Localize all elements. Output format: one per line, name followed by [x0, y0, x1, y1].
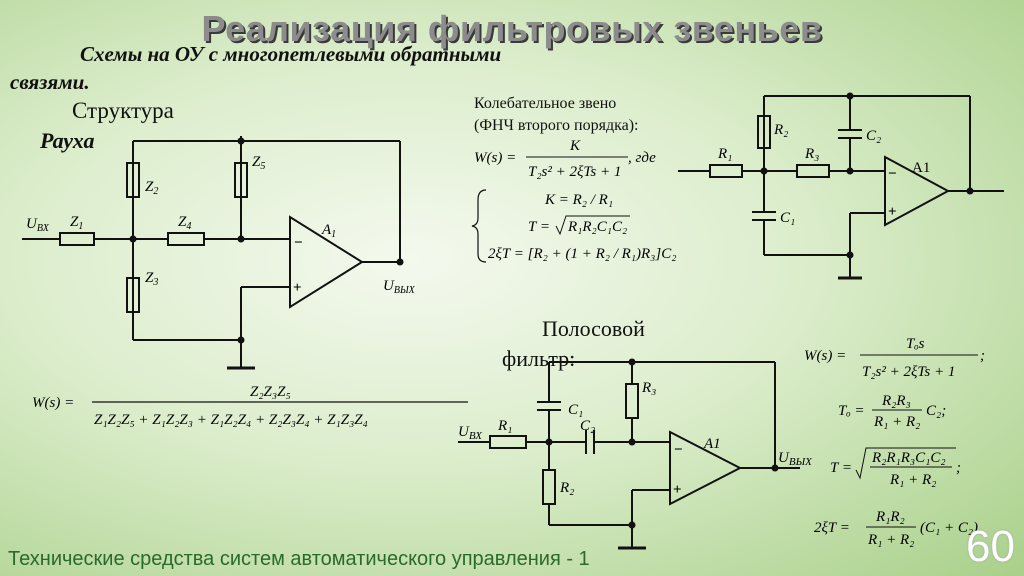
lp-w-suffix: , где — [628, 150, 656, 166]
rauch-formula-denominator: Z₁Z₂Z₅ + Z₁Z₂Z₃ + Z₁Z₂Z₄ + Z₂Z₃Z₄ + Z₁Z₃… — [94, 412, 368, 428]
bp-xi-suffix: (C₁ + C₂). — [920, 520, 982, 536]
lp-r3-label: R₃ — [804, 146, 819, 162]
rauch-uout-label: UВЫХ — [383, 278, 416, 296]
rauch-opamp — [289, 215, 364, 309]
z3-label: Z3 — [145, 270, 158, 288]
rauch-label: Рауха — [40, 128, 95, 153]
bp-c1-label: C₁ — [568, 402, 583, 418]
slide-title: Реализация фильтровых звеньев — [201, 8, 823, 49]
bp-t-lhs: T = — [830, 460, 852, 476]
rauch-opamp-label: A1 — [321, 222, 336, 240]
z1-resistor — [59, 232, 95, 246]
rauch-labels: UВХ Z1 Z2 Z3 Z4 Z5 A1 − + UВЫХ — [26, 154, 416, 296]
oscillatory-title-line2: (ФНЧ второго порядка): — [474, 117, 639, 134]
rauch-minus: − — [294, 235, 303, 251]
bp-w-num: Tₒs — [906, 336, 925, 352]
bp-to-lhs: Tₒ = — [838, 403, 865, 419]
bp-to-num: R₂R₃ — [881, 393, 911, 409]
lp-k-eq: K = R₂ / R₁ — [544, 192, 613, 208]
structure-label: Структура — [72, 98, 174, 123]
bp-r2-label: R₂ — [559, 480, 574, 496]
bp-t-num: R₂R₁R₃C₁C₂ — [871, 450, 946, 466]
lp-w-den: T₂s² + 2ξTs + 1 — [528, 164, 621, 180]
r1-resistor — [709, 164, 743, 178]
footer-text: Технические средства систем автоматическ… — [8, 548, 590, 570]
bp-r3-label: R₃ — [641, 380, 656, 396]
bp-to-den: R₁ + R₂ — [873, 414, 920, 430]
z3-resistor — [126, 277, 140, 313]
junction-dots — [129, 92, 974, 529]
lowpass-labels: R₁ R₂ R₃ C₁ C₂ A1 − + — [717, 122, 930, 226]
lp-r2-label: R₂ — [773, 122, 788, 138]
bp-w-den: T₂s² + 2ξTs + 1 — [862, 364, 955, 380]
lp-w-num: K — [569, 138, 581, 154]
oscillatory-title-line1: Колебательное звено — [474, 95, 617, 112]
lp-t-rad: R₁R₂C₁C₂ — [567, 219, 627, 235]
bp-xi-den: R₁ + R₂ — [867, 532, 914, 548]
rauch-formula-lhs: W(s) = — [32, 395, 74, 411]
z4-label: Z4 — [178, 214, 191, 232]
lowpass-formulas: W(s) = K T₂s² + 2ξTs + 1 , где K = R₂ / … — [471, 138, 676, 263]
bp-w-lhs: W(s) = — [804, 348, 846, 364]
bandpass-title-line1: Полосовой — [542, 316, 645, 341]
rauch-formula: W(s) = Z₂Z₃Z₅ Z₁Z₂Z₅ + Z₁Z₂Z₃ + Z₁Z₂Z₄ +… — [32, 384, 368, 428]
lp-r1-label: R₁ — [717, 146, 732, 162]
bp-r1-resistor — [489, 435, 527, 449]
subtitle-line2: связями. — [10, 70, 90, 94]
bp-t-den: R₁ + R₂ — [889, 472, 936, 488]
lp-w-lhs: W(s) = — [474, 150, 516, 166]
bandpass-formulas: W(s) = Tₒs T₂s² + 2ξTs + 1 ; Tₒ = R₂R₃ R… — [804, 336, 985, 548]
lp-c2-label: C₂ — [866, 128, 881, 144]
z2-label: Z2 — [145, 179, 158, 197]
rauch-uin-label: UВХ — [26, 216, 50, 234]
z5-resistor — [234, 162, 248, 198]
r2-resistor — [757, 115, 771, 149]
bp-r1-label: R₁ — [497, 418, 512, 434]
bp-uin-label: UВХ — [458, 424, 483, 442]
r3-resistor — [796, 164, 830, 178]
bp-uout-label: UВЫХ — [778, 450, 813, 468]
rauch-plus: + — [293, 280, 302, 296]
bp-xi-num: R₁R₂ — [875, 509, 905, 525]
z5-label: Z5 — [252, 154, 265, 172]
lp-c1-label: C₁ — [780, 210, 795, 226]
lp-minus: − — [888, 166, 897, 182]
z1-label: Z1 — [70, 214, 83, 232]
bp-to-suffix: C₂; — [926, 403, 946, 419]
bp-xi-lhs: 2ξT = — [814, 520, 850, 536]
lowpass-circuit — [678, 95, 1004, 280]
bp-w-suffix: ; — [980, 348, 985, 364]
bandpass-labels: UВХ R₁ C₁ C₂ R₃ R₂ A1 − + UВЫХ — [458, 380, 813, 498]
z2-resistor — [126, 162, 140, 198]
lp-plus: + — [888, 204, 897, 220]
lp-t-lhs: T = — [528, 219, 550, 235]
rauch-formula-numerator: Z₂Z₃Z₅ — [250, 384, 291, 400]
oscillatory-title: Колебательное звено (ФНЧ второго порядка… — [474, 93, 639, 137]
bandpass-title-line2: фильтр: — [502, 346, 576, 371]
bandpass-opamp — [669, 430, 743, 506]
bp-minus: − — [674, 442, 683, 458]
lp-xi-eq: 2ξT = [R₂ + (1 + R₂ / R₁)R₃]C₂ — [488, 246, 676, 262]
page-number: 60 — [966, 522, 1015, 571]
bp-plus: + — [673, 482, 682, 498]
lowpass-opamp — [884, 155, 951, 227]
bp-c2-label: C₂ — [580, 418, 595, 434]
lp-opamp-label: A1 — [912, 160, 930, 176]
bp-t-suffix: ; — [956, 460, 961, 476]
z4-resistor — [167, 232, 205, 246]
rauch-circuit — [22, 136, 401, 370]
bandpass-circuit — [458, 361, 800, 550]
bp-r3-resistor — [625, 383, 639, 419]
subtitle-line1: Схемы на ОУ с многопетлевыми обратными — [80, 42, 502, 66]
bp-r2-resistor — [542, 469, 556, 505]
bp-opamp-label: A1 — [703, 436, 721, 452]
